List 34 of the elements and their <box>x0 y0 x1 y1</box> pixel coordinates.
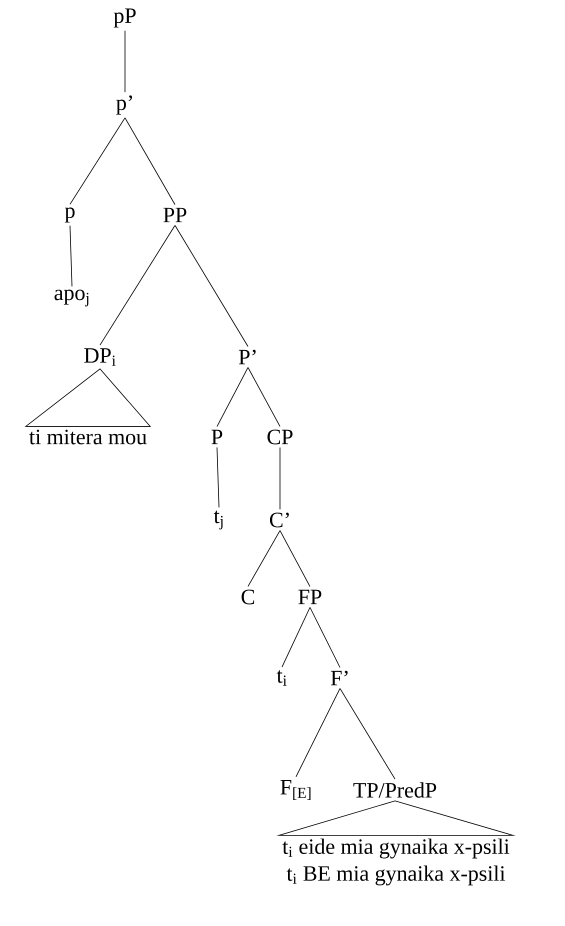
branch-line <box>282 606 310 668</box>
branch-line <box>248 530 280 587</box>
category-label: DP$_{i}$ <box>84 348 116 366</box>
category-label: C <box>242 590 254 604</box>
branch-line <box>174 224 248 347</box>
branch-line <box>216 367 248 428</box>
category-label: F$_{[E]}$ <box>280 780 310 800</box>
branch-line <box>216 446 220 508</box>
branch-line <box>248 367 280 427</box>
phrase-label: ti mitera mou <box>29 430 147 444</box>
category-label: t$_{j}$ <box>214 510 223 530</box>
branch-line <box>310 606 340 668</box>
category-label: P <box>212 430 222 444</box>
category-label: p <box>64 208 75 222</box>
category-label: t$_{i}$ <box>276 670 287 686</box>
category-label: F’ <box>330 670 348 686</box>
category-label: apo$_{j}$ <box>54 290 88 306</box>
branch-line <box>70 225 72 287</box>
category-label: P’ <box>238 350 256 364</box>
branch-line <box>124 117 176 206</box>
branch-line <box>100 224 176 346</box>
phrase-label: t$_{i}$ eide mia gynaika x-psili t$_{i}$ BE mia gynaika x-psili <box>282 838 510 886</box>
category-label: TP/PredP <box>353 782 436 798</box>
branch-line <box>296 688 340 778</box>
category-label: pP <box>114 8 136 28</box>
branch-line <box>124 30 126 93</box>
category-label: PP <box>163 208 186 222</box>
category-label: p’ <box>116 95 132 115</box>
category-label: CP <box>268 430 293 444</box>
category-label: FP <box>298 590 322 604</box>
branch-line <box>70 117 126 205</box>
branch-line <box>340 688 396 780</box>
category-label: C’ <box>270 512 289 528</box>
branch-line <box>280 530 310 588</box>
